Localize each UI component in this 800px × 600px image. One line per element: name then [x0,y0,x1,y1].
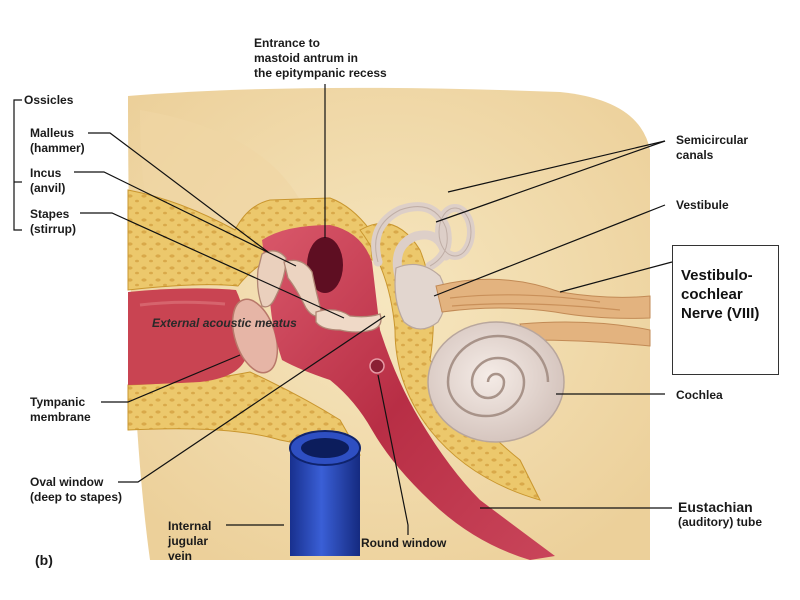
malleus-shape [256,250,287,308]
semicircular-canals-label: Semicircular canals [676,133,749,162]
stapes-label: Stapes (stirrup) [30,207,76,236]
internal-jugular-vein-label: Internal jugular vein [168,519,212,563]
external-acoustic-meatus [128,288,247,385]
middle-ear-cavity [262,225,555,560]
internal-jugular-vein-shape [289,430,361,556]
malleus-label: Malleus (hammer) [30,126,85,155]
incus-label: Incus (anvil) [30,166,66,195]
vestibulocochlear-nerve-shape [435,278,651,347]
eustachian-tube-label: Eustachian (auditory) tube [678,499,762,529]
vestibule-shape [394,263,447,330]
stapes-shape [315,309,382,333]
vestibule-label: Vestibule [676,198,729,212]
oval-window-label: Oval window (deep to stapes) [30,475,123,504]
mastoid-antrum-opening [307,237,343,293]
entrance-label: Entrance to mastoid antrum in the epitym… [254,36,387,80]
ossicles-label: Ossicles [24,93,74,107]
external-acoustic-meatus-label: External acoustic meatus [152,316,297,330]
round-window-label: Round window [361,536,447,550]
vestibulocochlear-nerve-label: Vestibulo- cochlear Nerve (VIII) [672,245,779,375]
leader-lines [13,84,673,535]
cochlea-label: Cochlea [676,388,723,402]
cochlea-shape [427,321,565,443]
round-window-shape [369,358,385,374]
figure-tag: (b) [35,552,53,568]
upper-canal-bone [127,189,373,291]
tympanic-membrane-label: Tympanic membrane [30,395,91,424]
